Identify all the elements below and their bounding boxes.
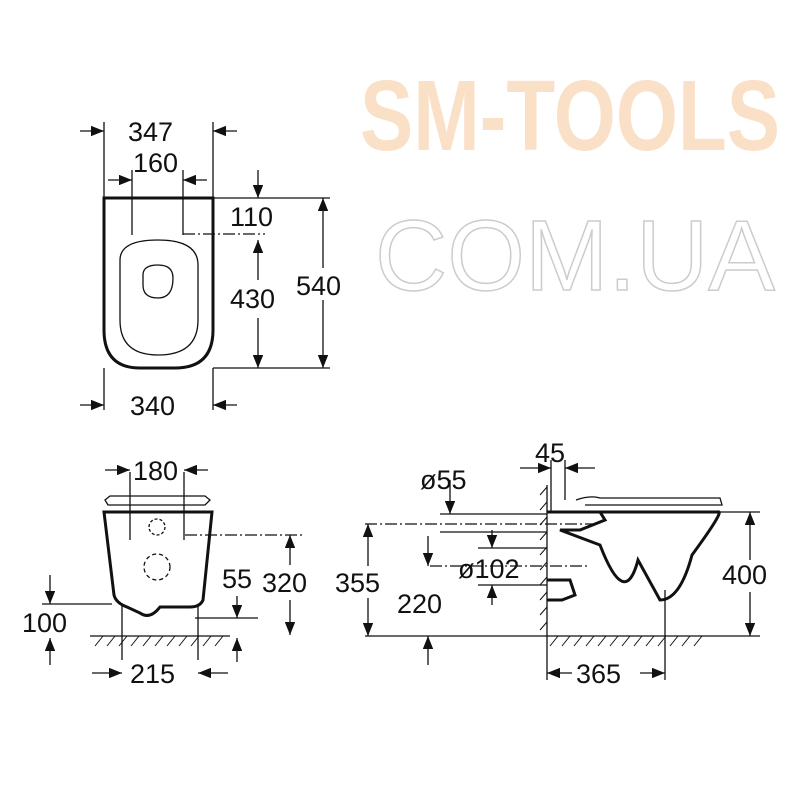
dim-spacing-215: 215 [130, 659, 175, 689]
dim-outlet-diameter-102: ø102 [458, 554, 520, 584]
dim-width-340: 340 [130, 391, 175, 421]
dim-hole-offset-110: 110 [230, 202, 273, 232]
dim-outlet-height-220: 220 [397, 589, 442, 619]
dim-rim-height-400: 400 [722, 560, 767, 590]
watermark-com-ua: COM.UA [375, 200, 775, 312]
dim-hole-spacing-160: 160 [133, 148, 178, 178]
front-view: 180 320 55 100 215 [22, 456, 307, 689]
top-view: 347 160 110 430 540 340 [80, 117, 341, 421]
dim-projection-365: 365 [576, 659, 621, 689]
dim-height-320: 320 [262, 568, 307, 598]
watermark-sm-tools: SM-TOOLS [360, 60, 780, 172]
dim-outlet-55: 55 [222, 564, 252, 594]
dim-length-540: 540 [296, 271, 341, 301]
dim-inlet-diameter-55: ø55 [420, 465, 467, 495]
dim-width-347: 347 [128, 117, 173, 147]
dim-hole-to-bottom-430: 430 [230, 284, 275, 314]
dim-inlet-height-355: 355 [335, 568, 380, 598]
dim-bottom-100: 100 [22, 608, 67, 638]
dim-hole-spacing-180: 180 [133, 456, 178, 486]
side-view: ø55 45 ø102 220 355 400 365 [335, 438, 767, 689]
dim-wall-offset-45: 45 [535, 438, 565, 468]
